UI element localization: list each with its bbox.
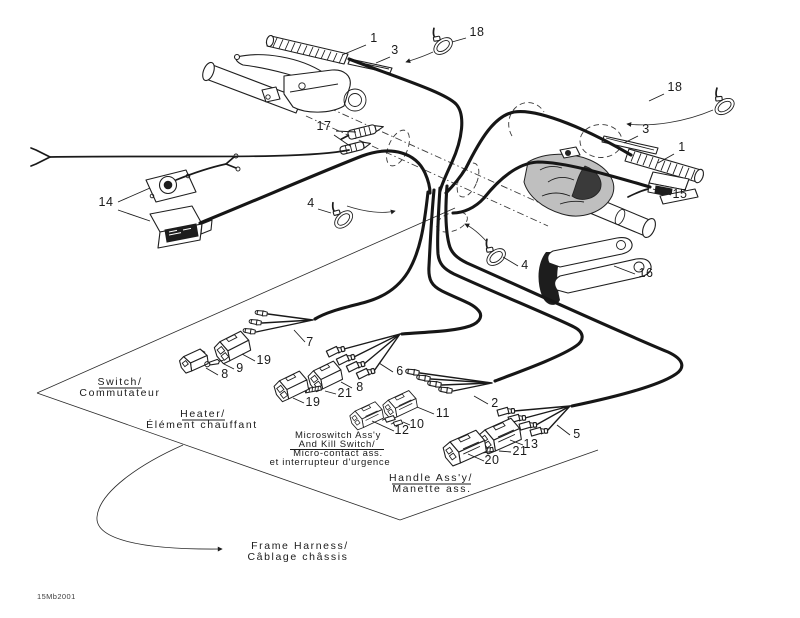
callout-conn-13: 13 bbox=[523, 437, 538, 451]
callout-conn-2: 2 bbox=[491, 396, 499, 410]
label-switch-fr: Commutateur bbox=[79, 387, 160, 399]
cable-tie-4-left bbox=[325, 197, 360, 235]
cable-to-6 bbox=[400, 188, 483, 336]
callout-conn-10: 10 bbox=[409, 417, 424, 431]
label-handle-en: Handle Ass'y/ bbox=[389, 472, 473, 484]
callout-thumb-warmer: 15 bbox=[672, 187, 687, 201]
label-heater-en: Heater/ bbox=[180, 408, 226, 420]
callout-conn-20: 20 bbox=[484, 453, 499, 467]
callout-numbers: 1 3 18 18 3 1 15 17 14 4 4 16 7 19 9 8 6… bbox=[98, 25, 687, 467]
callout-bracket-right: 3 bbox=[642, 122, 650, 136]
terminal-fan-7 bbox=[242, 309, 314, 335]
callout-conn-11: 11 bbox=[436, 406, 450, 420]
throttle-lever-16 bbox=[538, 237, 652, 305]
callout-leaders bbox=[117, 37, 675, 462]
callout-conn-6: 6 bbox=[396, 364, 404, 378]
cable-tie-18-right bbox=[709, 85, 739, 120]
cable-to-7 bbox=[313, 190, 430, 321]
callout-plug-connectors: 17 bbox=[316, 119, 331, 133]
cable-to-2 bbox=[436, 186, 584, 383]
callout-conn-8-mid: 8 bbox=[356, 380, 364, 394]
label-microswitch-1: Microswitch Ass'y bbox=[295, 430, 381, 441]
cable-tie-4-right bbox=[479, 235, 512, 271]
callout-spring-21-right: 21 bbox=[512, 444, 527, 458]
callout-spring-21-mid: 21 bbox=[337, 386, 352, 400]
connector-12 bbox=[347, 400, 386, 432]
callout-throttle-lever: 16 bbox=[638, 266, 653, 280]
label-switch-en: Switch/ bbox=[97, 376, 142, 388]
callout-conn-19-upper: 19 bbox=[256, 353, 271, 367]
callout-tie-right: 18 bbox=[667, 80, 682, 94]
callout-conn-5: 5 bbox=[573, 427, 581, 441]
frame-harness-arrow bbox=[96, 444, 223, 552]
ground-plane bbox=[36, 207, 599, 521]
connector-8-left bbox=[177, 347, 211, 375]
callout-tie4-left: 4 bbox=[307, 196, 315, 210]
plug-connector-upper-17 bbox=[340, 124, 384, 141]
label-handle-fr: Manette ass. bbox=[392, 483, 471, 495]
callout-conn-7: 7 bbox=[306, 335, 314, 349]
callout-conn-8-left: 8 bbox=[221, 367, 229, 381]
callout-bracket-left: 3 bbox=[391, 43, 399, 57]
label-frame-harness-en: Frame Harness/ bbox=[251, 540, 349, 552]
heater-element-wire bbox=[49, 149, 350, 158]
label-microswitch-4: et interrupteur d'urgence bbox=[270, 457, 391, 468]
callout-heater-right: 1 bbox=[678, 140, 686, 154]
terminal-fan-2 bbox=[404, 367, 493, 395]
cable-to-5 bbox=[444, 184, 684, 408]
tie-placement-arrows bbox=[346, 51, 714, 243]
wire-fork-left bbox=[30, 147, 51, 167]
switch-assembly-14 bbox=[145, 153, 241, 249]
callout-conn-19-lower: 19 bbox=[305, 395, 320, 409]
connector-11 bbox=[380, 388, 420, 421]
callout-tie-left: 18 bbox=[469, 25, 484, 39]
terminal-fan-6 bbox=[325, 333, 401, 380]
figure-code: 15Mb2001 bbox=[37, 592, 76, 601]
handlebar-left-assembly bbox=[202, 53, 367, 114]
harness-cables bbox=[198, 57, 684, 408]
callout-switch-assembly: 14 bbox=[98, 195, 113, 209]
callout-pin-9: 9 bbox=[236, 361, 244, 375]
callout-tie4-right: 4 bbox=[521, 258, 529, 272]
callout-conn-12: 12 bbox=[394, 423, 409, 437]
label-frame-harness-fr: Câblage châssis bbox=[247, 551, 348, 563]
label-microswitch-3: Micro-contact ass. bbox=[293, 448, 383, 459]
grip-heater-right bbox=[624, 148, 705, 184]
callout-heater-left: 1 bbox=[370, 31, 378, 45]
grip-heater-left bbox=[265, 34, 349, 65]
label-heater-fr: Élément chauffant bbox=[146, 418, 258, 431]
label-microswitch-2: And Kill Switch/ bbox=[299, 439, 376, 450]
zone-labels: Switch/ Commutateur Heater/ Élément chau… bbox=[37, 376, 473, 601]
brake-master-cylinder bbox=[283, 69, 351, 113]
terminal-fan-5 bbox=[496, 405, 571, 437]
